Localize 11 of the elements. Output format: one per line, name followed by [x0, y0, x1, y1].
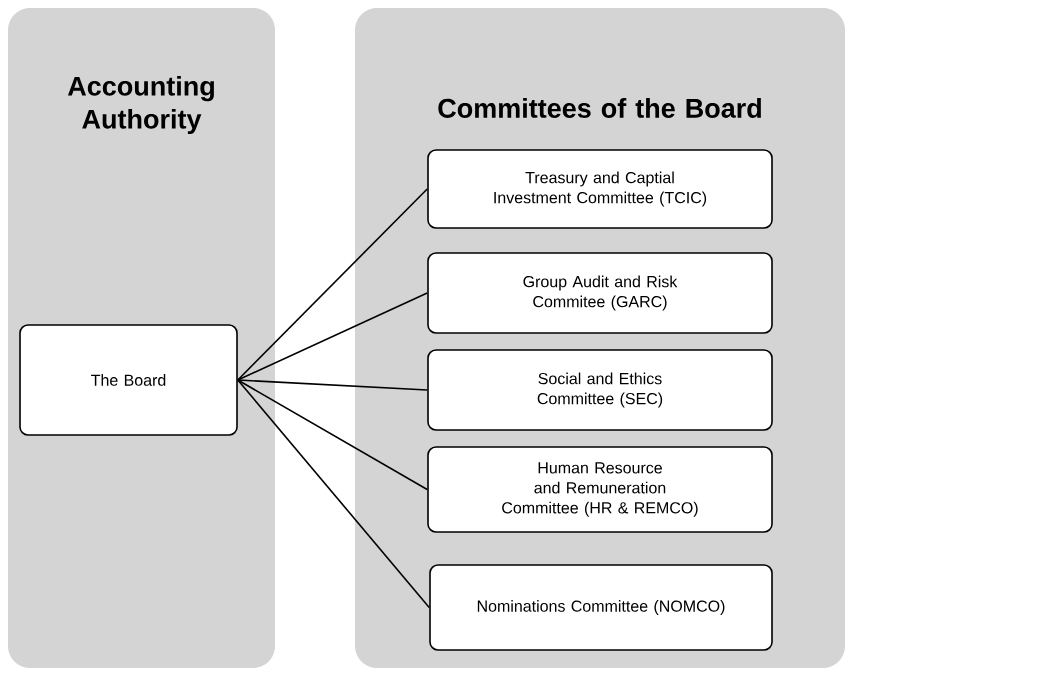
connector-line: [237, 292, 428, 381]
committee-box: Human Resource and Remuneration Committee (HR & REMCO): [427, 446, 773, 533]
connector-line: [237, 379, 428, 491]
connector-line: [237, 379, 430, 609]
committee-box: Social and Ethics Committee (SEC): [427, 349, 773, 431]
committee-box: Nominations Committee (NOMCO): [429, 564, 773, 651]
committee-box: Group Audit and Risk Commitee (GARC): [427, 252, 773, 334]
committee-box: Treasury and Captial Investment Committee (TCIC): [427, 149, 773, 229]
committee-box: The Board: [19, 324, 238, 436]
connector-line: [237, 188, 428, 381]
connector-line: [237, 379, 428, 391]
